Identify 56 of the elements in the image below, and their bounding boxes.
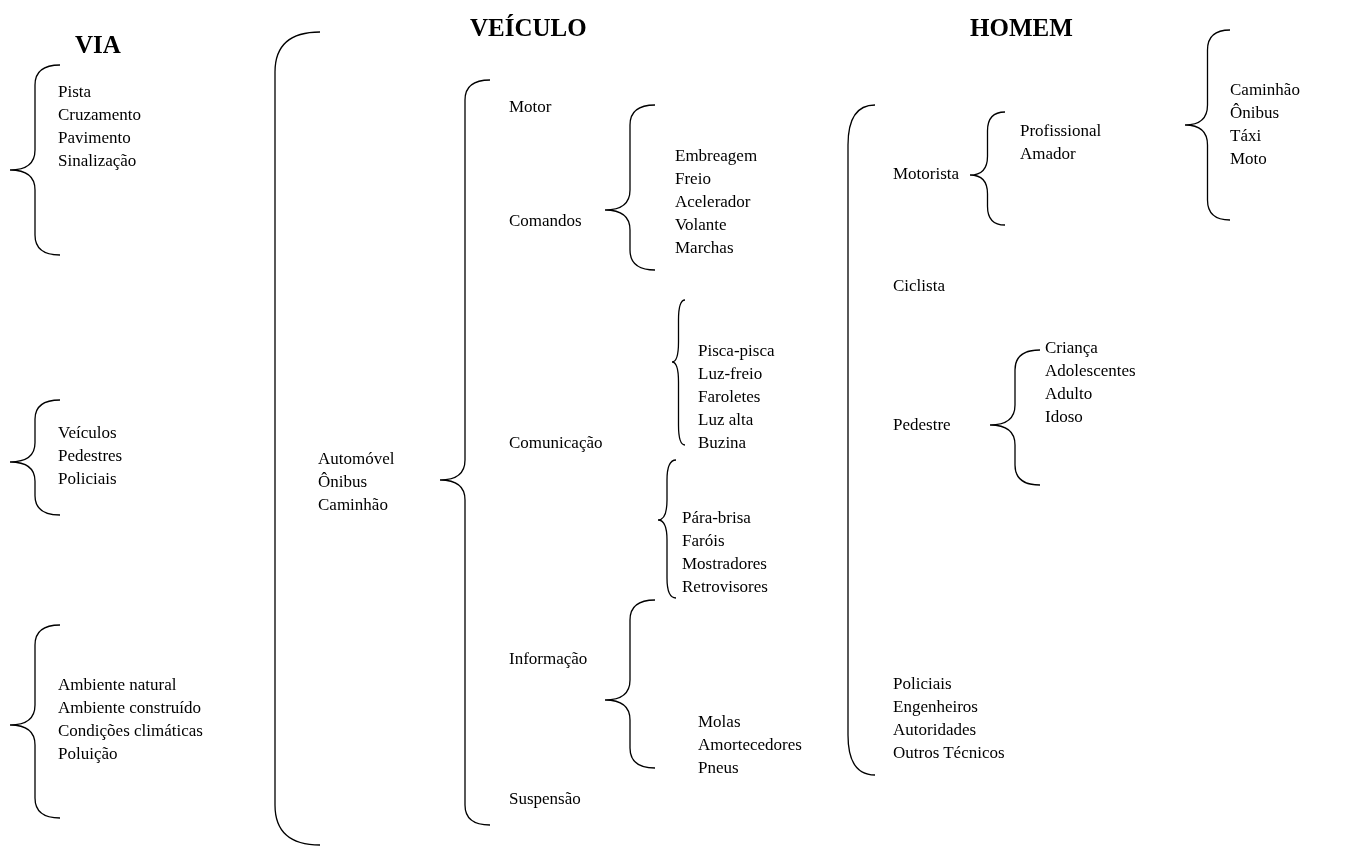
item-text: Policiais — [58, 469, 117, 489]
item-text: Cruzamento — [58, 105, 142, 125]
item-text: Pavimento — [58, 128, 131, 148]
item-text: Criança — [1045, 338, 1098, 358]
item-text: Faróis — [682, 531, 725, 551]
item-text: Ambiente natural — [58, 675, 177, 695]
item-text: Veículos — [58, 423, 117, 443]
item-text: Buzina — [698, 433, 747, 453]
item-text: Táxi — [1230, 126, 1262, 146]
item-text: Pedestres — [58, 446, 123, 466]
item-text: Mostradores — [682, 554, 767, 574]
item-text: Adulto — [1045, 384, 1093, 404]
item-text: Profissional — [1020, 121, 1102, 141]
item-text: Pisca-pisca — [698, 341, 775, 361]
item-text: Motor — [509, 97, 552, 117]
item-text: Amortecedores — [698, 735, 802, 755]
item-text: Informação — [509, 649, 588, 669]
column-heading: HOMEM — [970, 13, 1073, 43]
item-text: Policiais — [893, 674, 952, 694]
item-text: Luz alta — [698, 410, 754, 430]
item-text: Caminhão — [318, 495, 388, 515]
item-text: Ônibus — [318, 472, 368, 492]
item-text: Condições climáticas — [58, 721, 203, 741]
item-text: Adolescentes — [1045, 361, 1136, 381]
item-text: Suspensão — [509, 789, 581, 809]
item-text: Pára-brisa — [682, 508, 751, 528]
item-text: Comandos — [509, 211, 582, 231]
item-text: Ciclista — [893, 276, 945, 296]
item-text: Freio — [675, 169, 711, 189]
item-text: Engenheiros — [893, 697, 978, 717]
item-text: Pneus — [698, 758, 739, 778]
item-text: Acelerador — [675, 192, 751, 212]
item-text: Retrovisores — [682, 577, 768, 597]
item-text: Autoridades — [893, 720, 977, 740]
column-heading: VEÍCULO — [470, 13, 587, 43]
item-text: Pedestre — [893, 415, 951, 435]
item-text: Faroletes — [698, 387, 761, 407]
item-text: Ambiente construído — [58, 698, 202, 718]
item-text: Poluição — [58, 744, 118, 764]
item-text: Caminhão — [1230, 80, 1300, 100]
column-heading: VIA — [75, 30, 121, 60]
item-text: Pista — [58, 82, 92, 102]
item-text: Marchas — [675, 238, 734, 258]
item-text: Volante — [675, 215, 727, 235]
item-text: Sinalização — [58, 151, 137, 171]
item-text: Ônibus — [1230, 103, 1280, 123]
item-text: Outros Técnicos — [893, 743, 1005, 763]
item-text: Automóvel — [318, 449, 395, 469]
item-text: Moto — [1230, 149, 1267, 169]
item-text: Amador — [1020, 144, 1076, 164]
item-text: Idoso — [1045, 407, 1083, 427]
item-text: Molas — [698, 712, 741, 732]
item-text: Luz-freio — [698, 364, 763, 384]
item-text: Embreagem — [675, 146, 758, 166]
item-text: Comunicação — [509, 433, 603, 453]
item-text: Motorista — [893, 164, 960, 184]
